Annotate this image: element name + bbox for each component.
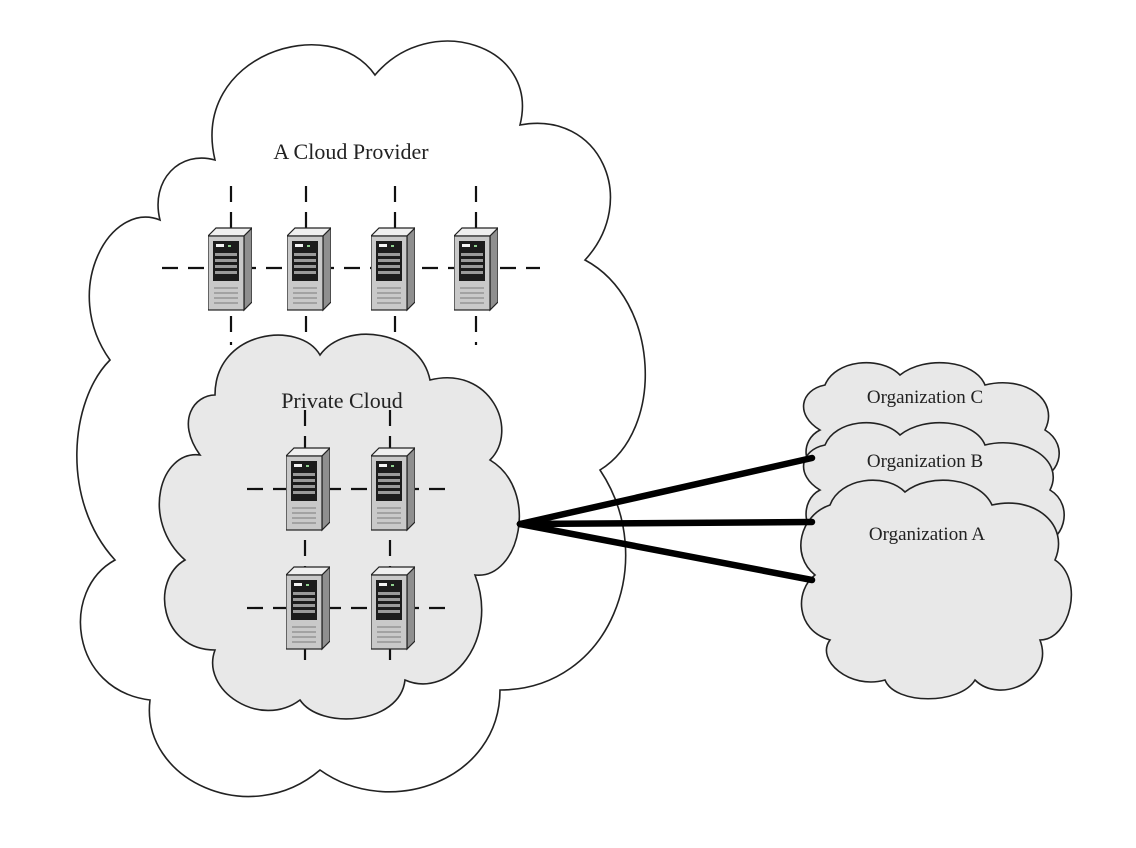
server-icon bbox=[371, 447, 415, 531]
organization-clouds: Organization C Organization B Organizati… bbox=[800, 361, 1073, 700]
organization-a-cloud bbox=[800, 479, 1073, 700]
organization-b-label: Organization B bbox=[867, 451, 983, 472]
link-to-organization-b bbox=[516, 454, 816, 528]
server-icon bbox=[371, 566, 415, 650]
organization-a-label: Organization A bbox=[869, 524, 986, 545]
private-cloud-shape bbox=[158, 333, 521, 720]
server-icon bbox=[371, 227, 415, 311]
server-icon bbox=[286, 566, 330, 650]
private-cloud-label: Private Cloud bbox=[281, 388, 403, 413]
link-to-organization-a-lower bbox=[516, 520, 816, 584]
private-cloud: Private Cloud bbox=[158, 333, 521, 720]
provider-label: A Cloud Provider bbox=[273, 139, 429, 164]
server-icon bbox=[208, 227, 252, 311]
connection-links bbox=[516, 454, 816, 584]
link-to-organization-a-upper bbox=[516, 518, 816, 528]
server-icon bbox=[287, 227, 331, 311]
server-icon bbox=[454, 227, 498, 311]
server-icon bbox=[286, 447, 330, 531]
organization-c-label: Organization C bbox=[867, 387, 983, 408]
